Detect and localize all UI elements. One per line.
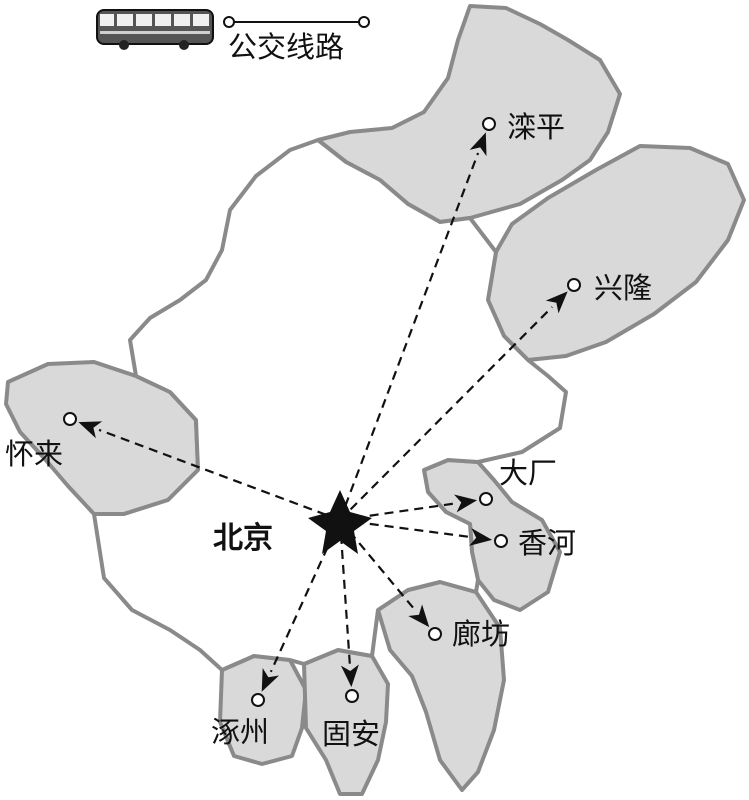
region-beijing — [92, 138, 568, 672]
route-arrowhead-langfang — [408, 604, 430, 628]
region-langfang — [376, 580, 506, 792]
place-label-langfang: 廊坊 — [452, 617, 510, 651]
route-line-gu_an — [338, 519, 351, 666]
route-arrowhead-luanping — [469, 132, 487, 157]
destination-marker-huailai — [63, 412, 77, 426]
route-arrowhead-dachang — [454, 494, 478, 513]
place-label-xinglong: 兴隆 — [594, 271, 652, 305]
destination-marker-zhuozhou — [251, 693, 265, 707]
place-label-gu-an: 固安 — [322, 717, 380, 751]
place-label-luanping: 滦平 — [507, 110, 565, 144]
center-label: 北京 — [213, 521, 273, 556]
legend-label: 公交线路 — [228, 30, 344, 64]
route-arrowhead-gu_an — [340, 664, 359, 688]
destination-marker-xinglong — [567, 278, 581, 292]
route-line-xinglong — [339, 306, 553, 521]
route-arrowhead-xianghe — [469, 528, 493, 546]
place-label-xianghe: 香河 — [518, 526, 576, 560]
place-label-dachang: 大厂 — [499, 456, 557, 490]
legend-line-sample — [223, 16, 370, 28]
bus-icon — [96, 9, 214, 50]
destination-marker-xianghe — [494, 534, 508, 548]
destination-marker-dachang — [479, 492, 493, 506]
destination-marker-langfang — [428, 627, 442, 641]
place-label-huailai: 怀来 — [5, 437, 63, 471]
star-icon — [308, 490, 372, 554]
destination-marker-gu_an — [345, 689, 359, 703]
place-label-zhuozhou: 涿州 — [211, 715, 269, 749]
route-line-luanping — [338, 152, 480, 521]
route-arrowhead-zhuozhou — [261, 668, 280, 692]
route-arrowhead-xinglong — [545, 291, 568, 314]
route-line-zhuozhou — [269, 519, 342, 673]
route-line-huailai — [98, 428, 341, 522]
destination-marker-luanping — [482, 117, 496, 131]
route-arrowhead-huailai — [78, 421, 103, 439]
